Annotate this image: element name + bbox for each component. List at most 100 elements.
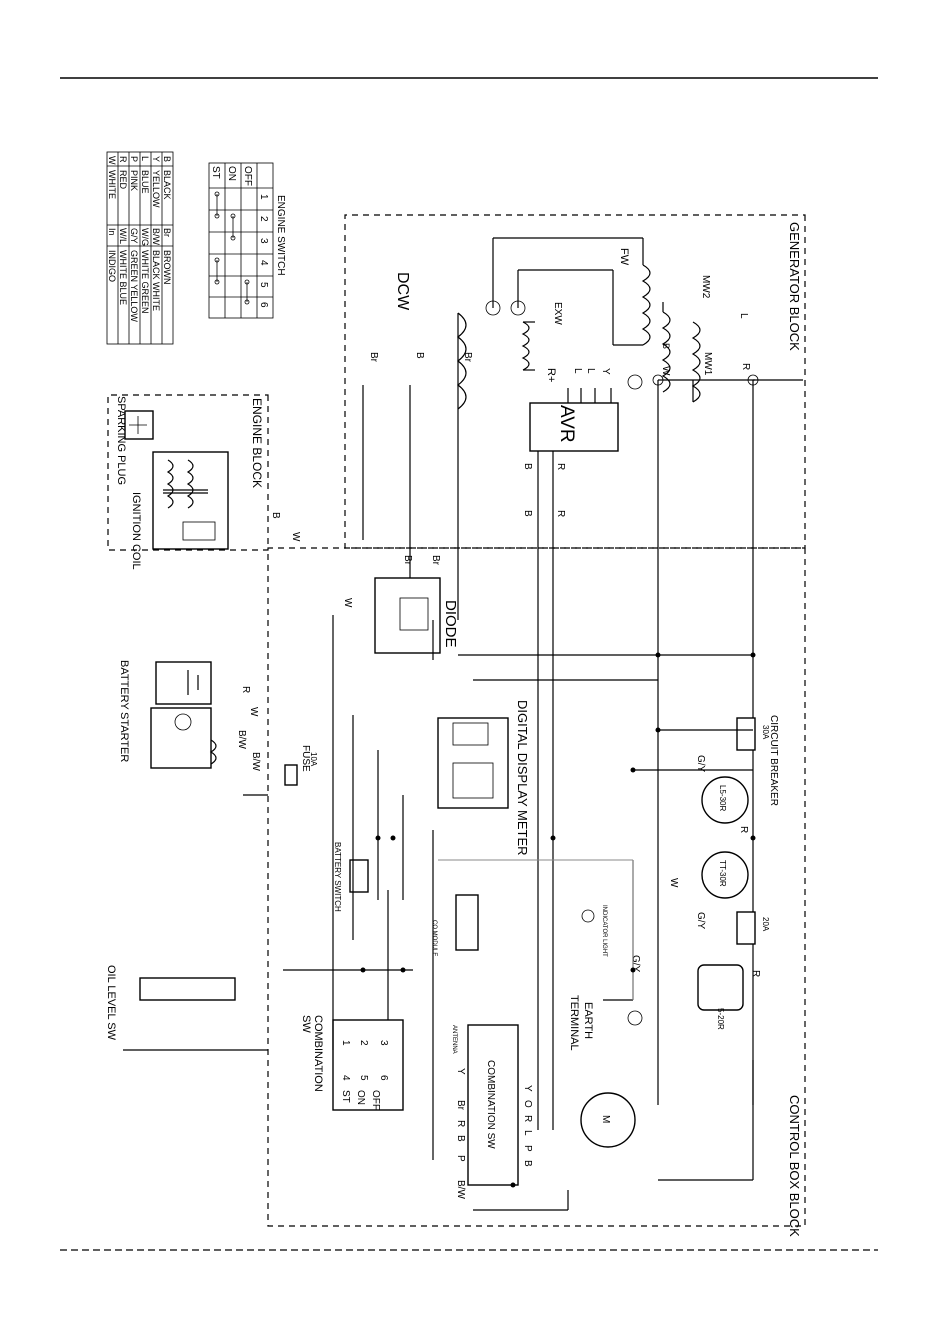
- legend-code: B/W: [151, 228, 161, 246]
- wire-label: B: [522, 463, 533, 470]
- engine-switch-row: ST: [210, 166, 221, 179]
- battery-starter: BATTERY STARTER R W B/W B/W FUSE 10A: [118, 660, 318, 786]
- legend-code: R: [118, 156, 128, 163]
- wire-label: Y: [522, 1085, 533, 1092]
- color-legend-table: B BLACK Br BROWN Y YELLOW B/W BLACK WHIT…: [106, 151, 174, 345]
- diagram-body: GENERATOR BLOCK ENGINE BLOCK CONTROL BOX…: [105, 151, 806, 1237]
- wire-label: Y: [455, 1068, 466, 1075]
- wire-label: L: [585, 368, 596, 374]
- wire-label: R: [455, 1120, 466, 1127]
- ignition-system: SPARKING PLUG IGNITION COIL B W: [115, 396, 301, 570]
- legend-code: In: [107, 228, 117, 236]
- legend-code: G/Y: [129, 228, 139, 244]
- wire-label: Br: [462, 352, 473, 363]
- legend-code: P: [129, 156, 139, 162]
- wire-label: B/W: [236, 730, 247, 749]
- wire-label: G/Y: [695, 912, 706, 930]
- dcw-label: DCW: [394, 272, 411, 311]
- engine-switch-title: ENGINE SWITCH: [275, 195, 286, 276]
- combo-pin: 1: [340, 1040, 351, 1046]
- wire-label: B: [661, 343, 671, 349]
- diode-module: DIODE Br Br W: [342, 555, 459, 654]
- combination-sw-terminal: COMBINATION SW 1 2 3 4 5 6 OFF ON ST: [300, 1015, 404, 1111]
- legend-name: BLUE: [140, 170, 150, 194]
- indicator-light: INDICATOR LIGHT: [581, 905, 607, 957]
- mw2-label: MW2: [700, 275, 711, 299]
- combo-pin: 4: [340, 1075, 351, 1081]
- outlet-tt-label: TT-30R: [718, 860, 727, 887]
- wire-label: Br: [455, 1100, 466, 1111]
- generator-block-outline: [344, 214, 806, 549]
- digital-display-meter: DIGITAL DISPLAY METER: [437, 700, 530, 856]
- control-box-block-outline: [267, 547, 806, 1227]
- legend-name: RED: [118, 170, 128, 190]
- wire-label: P: [455, 1155, 466, 1162]
- battery-switch: BATTERY SWITCH: [333, 842, 369, 912]
- diode-label: DIODE: [442, 600, 459, 648]
- legend-code: W: [107, 156, 117, 165]
- outlets-breakers: CIRCUIT BREAKER 30A L5-30R TT-30R 20A 5-…: [630, 715, 779, 1030]
- dcw-winding: DCW Br B Br: [362, 272, 473, 620]
- wire-label: B: [522, 1160, 533, 1167]
- wire-label: B: [522, 510, 533, 517]
- wire-label: R: [555, 510, 566, 517]
- avr-label: AVR: [556, 405, 577, 443]
- legend-name: BROWN: [162, 250, 172, 285]
- wire-label: R: [740, 363, 751, 370]
- outlet-l5-label: L5-30R: [718, 785, 727, 811]
- combo-pin: 5: [358, 1075, 369, 1081]
- legend-name: YELLOW: [151, 170, 161, 208]
- legend-code: Br: [162, 228, 172, 237]
- engine-switch-col: 4: [258, 260, 269, 266]
- digital-meter-label: DIGITAL DISPLAY METER: [515, 700, 530, 856]
- combo-state: ST: [340, 1090, 351, 1103]
- legend-code: W/G: [140, 228, 150, 246]
- circuit-breaker-label: CIRCUIT BREAKER: [768, 715, 779, 806]
- combo-label-2: SW: [300, 1015, 312, 1033]
- wire-label: Br: [368, 352, 379, 363]
- wire-label: W: [668, 878, 679, 888]
- legend-code: L: [140, 156, 150, 161]
- wire-label: Y: [600, 368, 611, 375]
- wire-label: W: [342, 598, 353, 608]
- legend-name: BLACK: [162, 170, 172, 200]
- combo-state: OFF: [370, 1090, 381, 1110]
- combo-pin: 6: [378, 1075, 389, 1081]
- wire-label: W: [248, 707, 259, 717]
- combination-sw-module-label: COMBINATION SW: [485, 1060, 496, 1149]
- co-module-label: CO MODULE: [431, 920, 437, 956]
- earth-terminal-label-2: TERMINAL: [568, 995, 580, 1051]
- oil-level-label: OIL LEVEL SW: [105, 965, 117, 1041]
- ignition-coil-label: IGNITION COIL: [130, 492, 142, 570]
- wire-label: R: [522, 1115, 533, 1122]
- indicator-label: INDICATOR LIGHT: [601, 905, 607, 957]
- wire-label: G/Y: [695, 755, 706, 773]
- earth-terminal: EARTH TERMINAL: [568, 995, 643, 1051]
- wire-label: Br: [402, 555, 413, 566]
- earth-terminal-label: EARTH: [582, 1002, 594, 1039]
- engine-switch-col: 3: [258, 238, 269, 244]
- outlet-520-label: 5-20R: [716, 1008, 725, 1030]
- engine-switch-col: 1: [258, 194, 269, 200]
- legend-name: INDIGO: [107, 250, 117, 282]
- engine-block-label: ENGINE BLOCK: [250, 398, 264, 488]
- legend-name: PINK: [129, 170, 139, 191]
- engine-switch-col: 6: [258, 302, 269, 308]
- wire-label: L: [522, 1130, 533, 1136]
- engine-switch-table: ENGINE SWITCH 1 2 3 4 5 6 OFF ON ST: [208, 162, 286, 319]
- wire-label: L: [572, 368, 583, 374]
- wire-label: B: [270, 512, 281, 519]
- legend-name: WHITE BLUE: [118, 250, 128, 305]
- battery-switch-label: BATTERY SWITCH: [333, 842, 342, 912]
- generator-block-label: GENERATOR BLOCK: [787, 222, 802, 351]
- wiring-runs: [123, 615, 756, 1211]
- wire-label: R: [240, 686, 251, 693]
- oil-level-switch: OIL LEVEL SW: [105, 965, 236, 1041]
- antenna-label: ANTENNA: [451, 1025, 457, 1054]
- wire-label: P: [522, 1145, 533, 1152]
- engine-switch-row: ON: [226, 166, 237, 181]
- fw-label: FW: [618, 248, 630, 266]
- legend-name: BLACK WHITE: [151, 250, 161, 311]
- engine-switch-col: 2: [258, 216, 269, 222]
